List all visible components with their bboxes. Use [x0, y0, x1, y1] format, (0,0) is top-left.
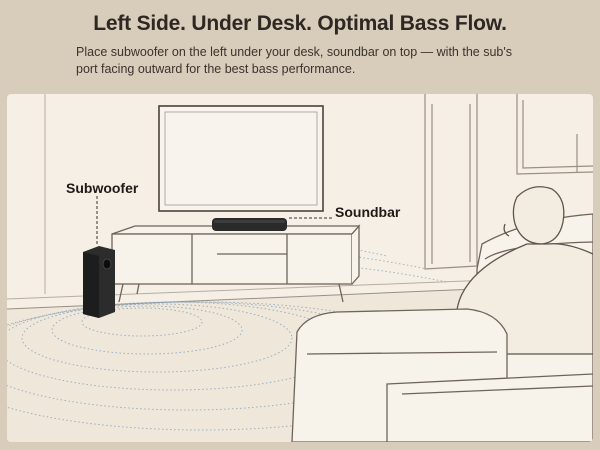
- room-sketch: [7, 94, 593, 442]
- tv: [158, 105, 324, 212]
- tv-cabinet: [111, 224, 361, 303]
- sofa: [291, 308, 593, 442]
- page-title: Left Side. Under Desk. Optimal Bass Flow…: [93, 12, 507, 35]
- subwoofer: [83, 246, 115, 318]
- header: Left Side. Under Desk. Optimal Bass Flow…: [0, 0, 600, 92]
- page-subtitle: Place subwoofer on the left under your d…: [76, 45, 512, 76]
- soundbar: [212, 218, 287, 231]
- door-frame: [424, 94, 478, 270]
- room-illustration: [7, 94, 593, 442]
- window-frame: [516, 94, 593, 175]
- subwoofer-label: Subwoofer: [66, 180, 139, 196]
- soundbar-label: Soundbar: [335, 204, 401, 220]
